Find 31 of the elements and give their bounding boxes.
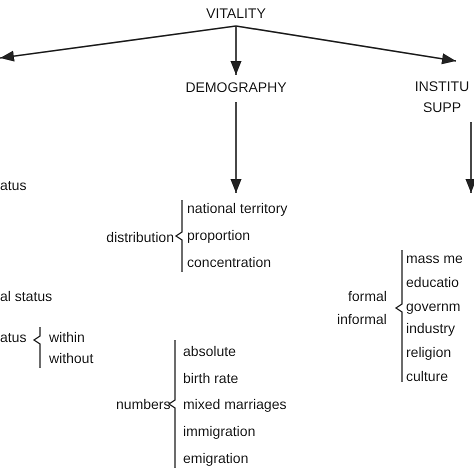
item-label: culture — [406, 368, 448, 384]
item-label: educatio — [406, 274, 459, 290]
item-label: formal — [348, 288, 387, 304]
arrow — [230, 102, 242, 193]
item-label: distribution — [106, 229, 174, 245]
item-label: mass me — [406, 250, 463, 266]
heading-text: INSTITU SUPP — [410, 62, 474, 118]
arrow — [236, 25, 456, 64]
item-label: immigration — [183, 423, 256, 439]
arrow — [465, 122, 474, 193]
item-label: birth rate — [183, 370, 238, 386]
item-label: without — [49, 350, 94, 366]
item-label: atus — [0, 329, 26, 345]
item-label: atus — [0, 177, 26, 193]
item-label: emigration — [183, 450, 248, 466]
item-label: absolute — [183, 343, 236, 359]
item-label: national territory — [187, 199, 288, 218]
heading-text: VITALITY — [191, 3, 281, 24]
item-label: concentration — [187, 253, 272, 272]
item-label: industry — [406, 320, 456, 336]
item-label: mixed marriages — [183, 396, 286, 412]
item-label: governm — [406, 298, 460, 314]
heading-text: DEMOGRAPHY — [176, 77, 296, 98]
item-label: numbers — [116, 396, 170, 412]
item-label: religion — [406, 344, 452, 360]
item-label: within — [49, 329, 85, 345]
item-label: informal — [337, 311, 387, 327]
arrow — [230, 26, 242, 75]
arrow — [0, 25, 236, 62]
item-label: proportion — [187, 226, 250, 245]
item-label: al status — [0, 288, 52, 304]
